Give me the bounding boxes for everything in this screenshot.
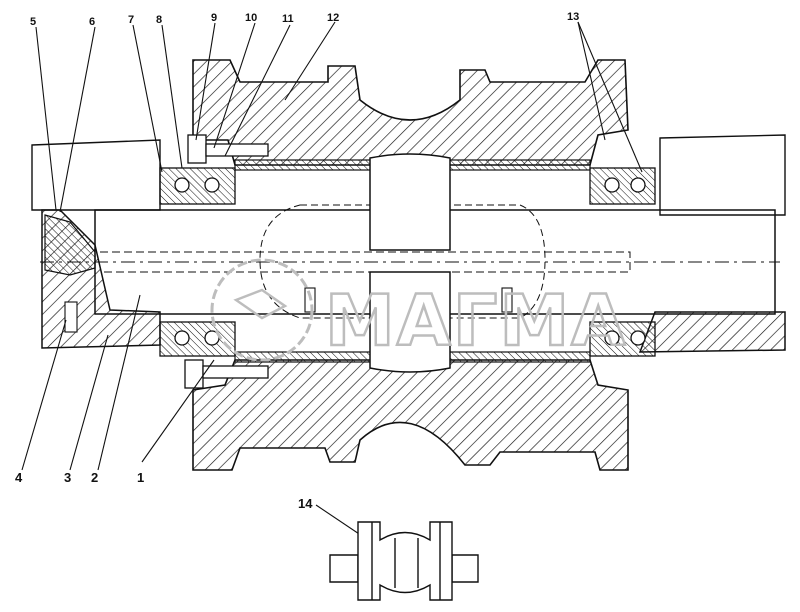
central-collar [369, 153, 451, 373]
callout-3: 3 [64, 470, 71, 485]
watermark-text: МАГМА [325, 280, 627, 362]
watermark-logo: МАГМА [210, 258, 627, 363]
oil-cavity [259, 204, 546, 319]
roller-body-lower [192, 359, 629, 471]
callout-7: 7 [128, 14, 134, 26]
callout-4: 4 [15, 470, 23, 485]
callout-13: 13 [567, 11, 579, 23]
roller-exterior-view [329, 521, 479, 601]
callout-8: 8 [156, 14, 162, 26]
bolt-upper [187, 134, 269, 164]
roller-body-upper [192, 59, 629, 166]
callout-14: 14 [298, 496, 313, 511]
callout-9: 9 [211, 12, 217, 24]
left-plug [44, 214, 96, 276]
callout-10: 10 [245, 12, 257, 24]
bearing-left [159, 167, 236, 357]
callout-labels: 5 6 7 8 9 10 11 12 13 4 3 2 1 14 [15, 11, 579, 511]
callout-1: 1 [137, 470, 144, 485]
callout-2: 2 [91, 470, 98, 485]
callout-5: 5 [30, 16, 36, 28]
bearing-right [589, 167, 656, 357]
callout-12: 12 [327, 12, 339, 24]
callout-11: 11 [282, 13, 294, 25]
bolt-lower [184, 359, 269, 389]
right-end-cap [638, 311, 786, 353]
callout-6: 6 [89, 16, 95, 28]
